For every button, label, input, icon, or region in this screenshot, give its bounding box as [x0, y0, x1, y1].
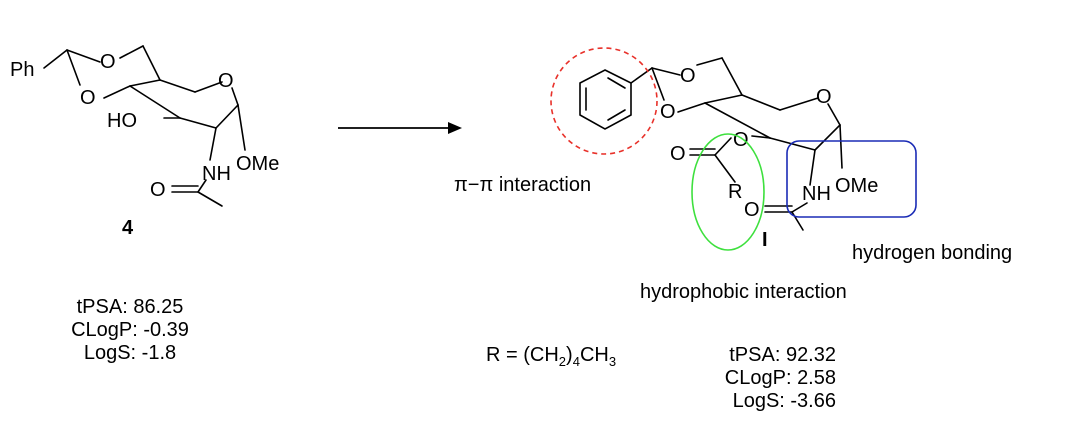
- compound-4-bonds: [43, 45, 246, 207]
- atom-o: O: [100, 51, 116, 73]
- atom-nh: NH: [202, 163, 231, 185]
- hbond-box: [786, 140, 917, 218]
- atom-o: O: [218, 70, 234, 92]
- reaction-arrow: [338, 122, 462, 134]
- compound-I-atoms: O O O O O R NH OMe O I: [660, 65, 878, 251]
- label-pi-pi-interaction: π−π interaction: [454, 174, 591, 196]
- atom-o: O: [150, 179, 166, 201]
- atom-o: O: [744, 199, 760, 221]
- compound-4-properties: tPSA: 86.25 CLogP: -0.39 LogS: -1.8: [50, 296, 210, 365]
- compound-label-4: 4: [122, 217, 134, 239]
- compound-label-I: I: [762, 229, 768, 251]
- atom-ome: OMe: [835, 175, 878, 197]
- atom-o: O: [733, 129, 749, 151]
- annotation-labels: π−π interaction hydrophobic interaction …: [454, 174, 1012, 303]
- r-group-definition: R = (CH2)4CH3: [486, 344, 617, 369]
- tpsa-value: tPSA: 86.25: [76, 296, 184, 318]
- atom-o: O: [660, 101, 676, 123]
- atom-nh: NH: [802, 183, 831, 205]
- clogp-value: CLogP: -0.39: [71, 319, 189, 341]
- benzene-ring: [579, 69, 632, 130]
- pi-pi-circle: [550, 47, 658, 155]
- atom-r: R: [728, 181, 742, 203]
- label-hydrogen-bonding: hydrogen bonding: [852, 242, 1012, 264]
- atom-o: O: [816, 86, 832, 108]
- label-hydrophobic-interaction: hydrophobic interaction: [640, 281, 847, 303]
- logs-value: LogS: -3.66: [732, 390, 836, 412]
- logs-value: LogS: -1.8: [83, 342, 177, 364]
- atom-o: O: [680, 65, 696, 87]
- interaction-highlights: [550, 47, 917, 251]
- clogp-value: CLogP: 2.58: [724, 367, 836, 389]
- compound-4-atoms: Ph O O O HO NH OMe O 4: [10, 51, 279, 239]
- atom-o: O: [670, 143, 686, 165]
- hydrophobic-ellipse: [691, 133, 765, 251]
- compound-I-bonds: [579, 57, 843, 231]
- atom-ome: OMe: [236, 153, 279, 175]
- compound-I-properties: tPSA: 92.32 CLogP: 2.58 LogS: -3.66: [676, 344, 836, 413]
- tpsa-value: tPSA: 92.32: [729, 344, 836, 366]
- atom-o: O: [80, 87, 96, 109]
- atom-ho: HO: [107, 110, 137, 132]
- atom-ph: Ph: [10, 59, 34, 81]
